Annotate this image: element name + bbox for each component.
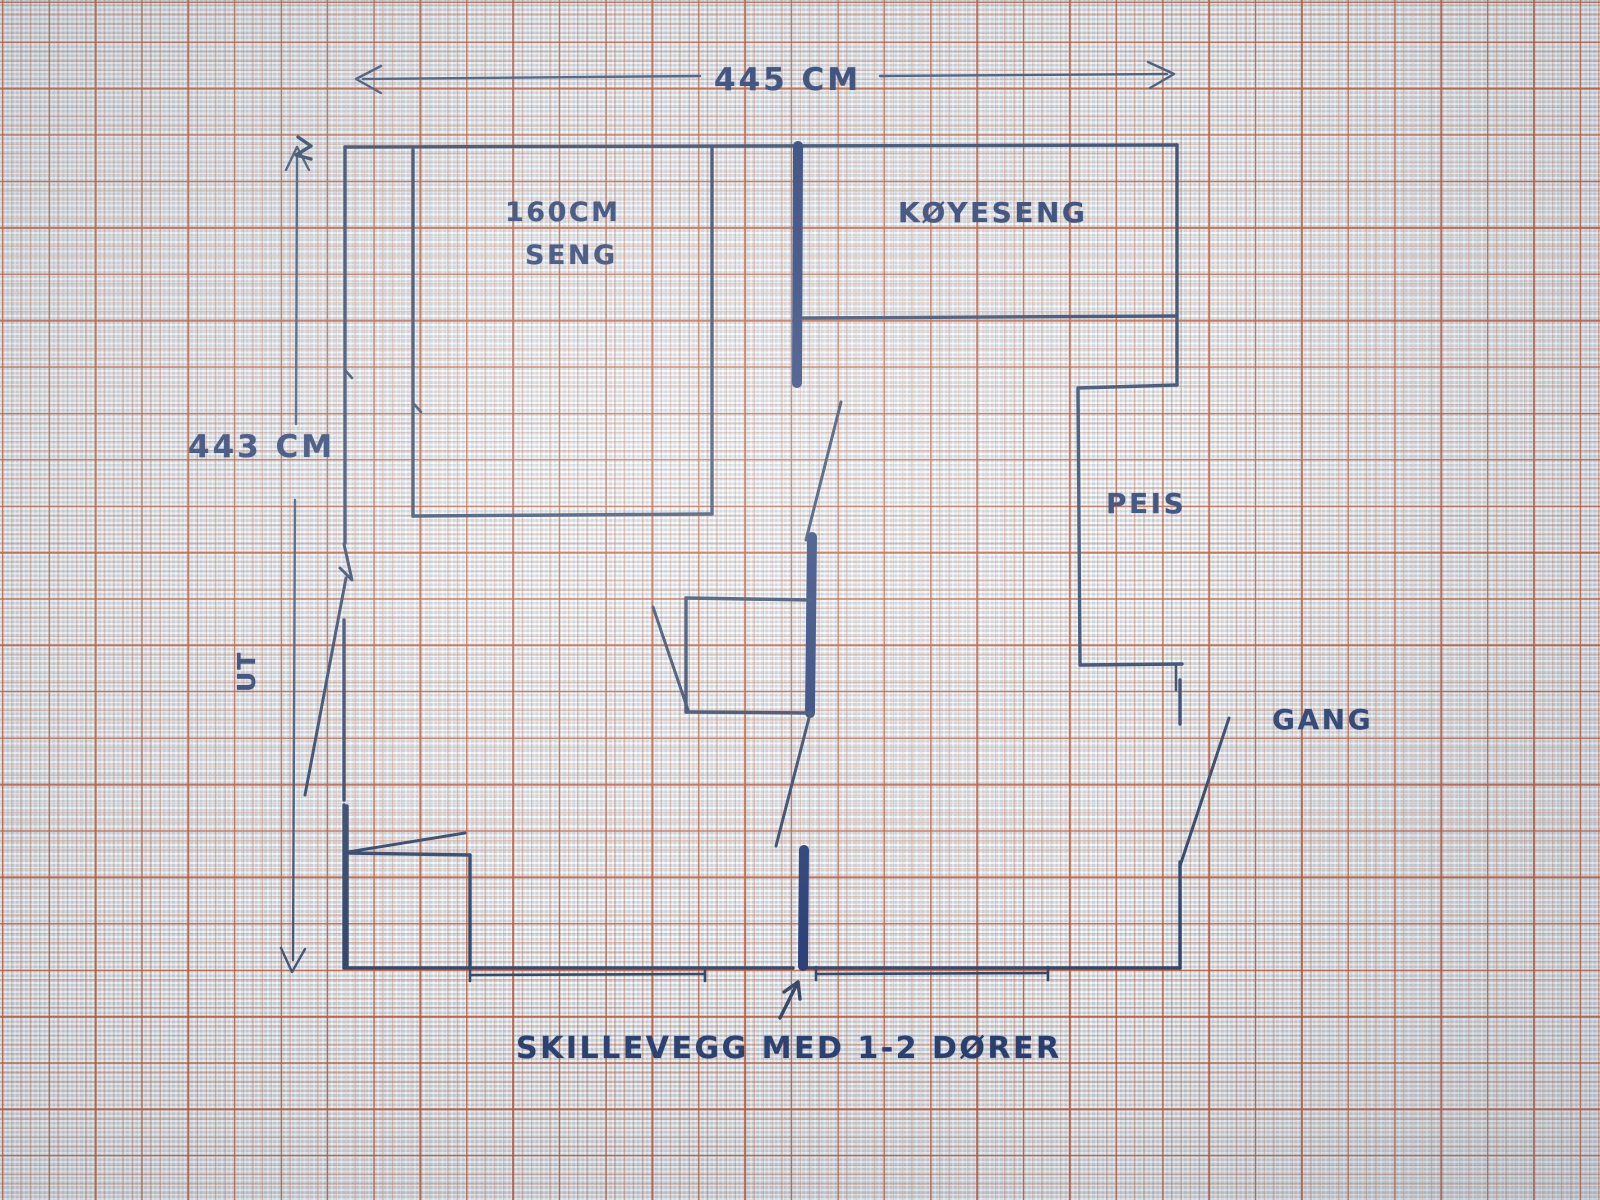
bunk-bed-outline — [801, 314, 1179, 320]
hallway-door-swing — [1178, 716, 1231, 868]
bed-160cm-outline — [343, 146, 714, 518]
dimension-label-width: 445 CM — [714, 62, 862, 98]
hallway-label: GANG — [1272, 703, 1374, 736]
bottom-measure-line-left — [468, 966, 707, 983]
partition-door-swing-lower — [774, 712, 812, 848]
partition-leader-arrow — [778, 980, 802, 1020]
bunk-bed-label: KØYESENG — [898, 196, 1088, 229]
bottom-measure-line-right — [814, 965, 1050, 982]
partition-wall-note: SKILLEVEGG MED 1-2 DØRER — [516, 1031, 1062, 1066]
fireplace-peis-outline — [1076, 383, 1184, 667]
dimension-width-445 — [354, 60, 1176, 95]
dimension-label-height: 443 CM — [188, 429, 336, 465]
room-outer-walls — [342, 143, 1182, 970]
center-closet-outline — [651, 596, 814, 715]
partition-door-swing-upper — [804, 400, 843, 542]
lower-left-closet-outline — [345, 804, 472, 968]
fireplace-label: PEIS — [1106, 487, 1187, 520]
exit-door-swing — [303, 542, 354, 797]
dimension-height-443 — [279, 135, 313, 974]
partition-wall-middle — [805, 532, 817, 718]
partition-wall-upper — [792, 141, 803, 388]
partition-wall-lower — [798, 845, 809, 971]
bed-word-label: SENG — [525, 240, 618, 271]
bed-size-label: 160CM — [505, 197, 621, 228]
exit-label: UT — [232, 650, 261, 692]
